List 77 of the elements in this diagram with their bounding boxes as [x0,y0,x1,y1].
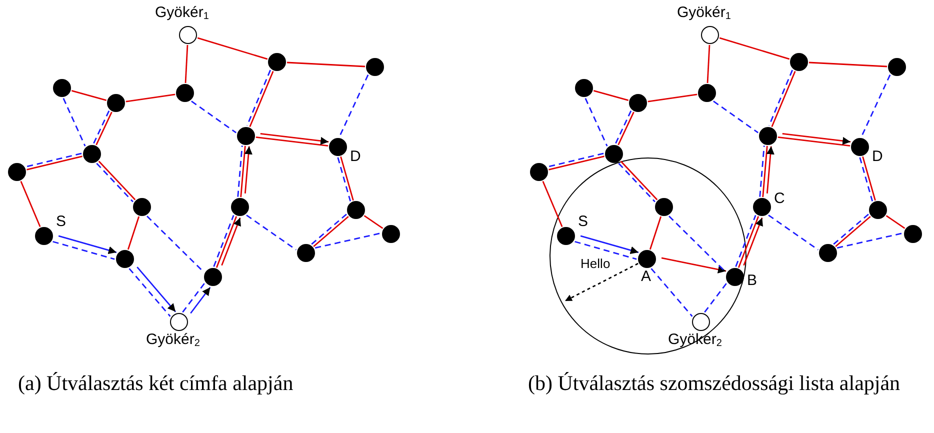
link-line [237,146,243,197]
link-line [618,112,634,146]
link-line [26,156,82,170]
node-label: B [747,273,758,289]
link-line [648,94,698,102]
link-line [146,216,204,273]
arrow [743,218,763,266]
link-line [71,90,107,101]
arrow [136,266,176,312]
link-line [184,44,188,84]
link-line [860,74,891,137]
link-line [548,152,604,168]
arrow [782,133,851,145]
link-line [719,37,790,60]
link-line [182,282,206,313]
link-line [364,215,384,229]
link-line [127,216,140,250]
arrow [260,133,329,145]
link-line [713,100,758,134]
link-line [808,62,888,68]
link-line [128,268,171,317]
link-line [256,136,328,146]
arrow [580,235,639,254]
link-line [126,94,176,102]
link-line [886,215,906,229]
link-line [548,156,604,170]
link-line [706,44,710,84]
link-line [197,37,268,60]
link-line [286,62,366,68]
link-line [62,98,86,146]
link-line [52,240,115,260]
node-label: Gyökér$_{1}$ [155,5,209,24]
link-line [338,74,369,137]
node-label: Gyökér$_{1}$ [677,5,731,24]
link-line [614,110,632,144]
node-label: D [872,149,883,165]
arrow [244,146,252,194]
edge-label: Hello [580,256,612,272]
arrow [564,262,638,302]
link-line [668,216,726,273]
link-line [862,156,876,201]
arrow [766,146,774,194]
link-line [768,214,818,250]
link-line [584,98,608,146]
node-label: D [350,149,361,165]
link-line [836,232,903,249]
link-line [574,240,637,260]
arrow [661,257,726,274]
caption: (b) Útválasztás szomszédossági lista alapján [528,370,902,397]
caption: (a) Útválasztás két címfa alapján [18,370,294,397]
node-label: S [578,214,588,230]
link-line [593,90,629,101]
link-line [859,157,874,202]
link-line [762,146,768,198]
link-line [96,112,112,146]
arrow [190,286,211,314]
link-line [649,216,662,250]
link-line [191,100,236,134]
link-line [92,110,110,144]
node-label: C [774,191,785,207]
arrow [221,218,241,266]
link-line [337,157,352,202]
link-line [314,232,381,249]
node-label: S [56,214,66,230]
node-label: A [641,269,652,285]
link-line [650,268,693,317]
link-line [778,136,850,146]
link-line [20,180,41,228]
link-line [759,146,765,197]
node-label: Gyökér$_{2}$ [146,332,200,351]
arrow [58,235,117,254]
link-line [26,152,82,168]
link-line [240,146,246,198]
link-line [704,282,728,313]
link-line [246,214,296,250]
link-line [542,180,563,228]
link-line [340,156,354,201]
